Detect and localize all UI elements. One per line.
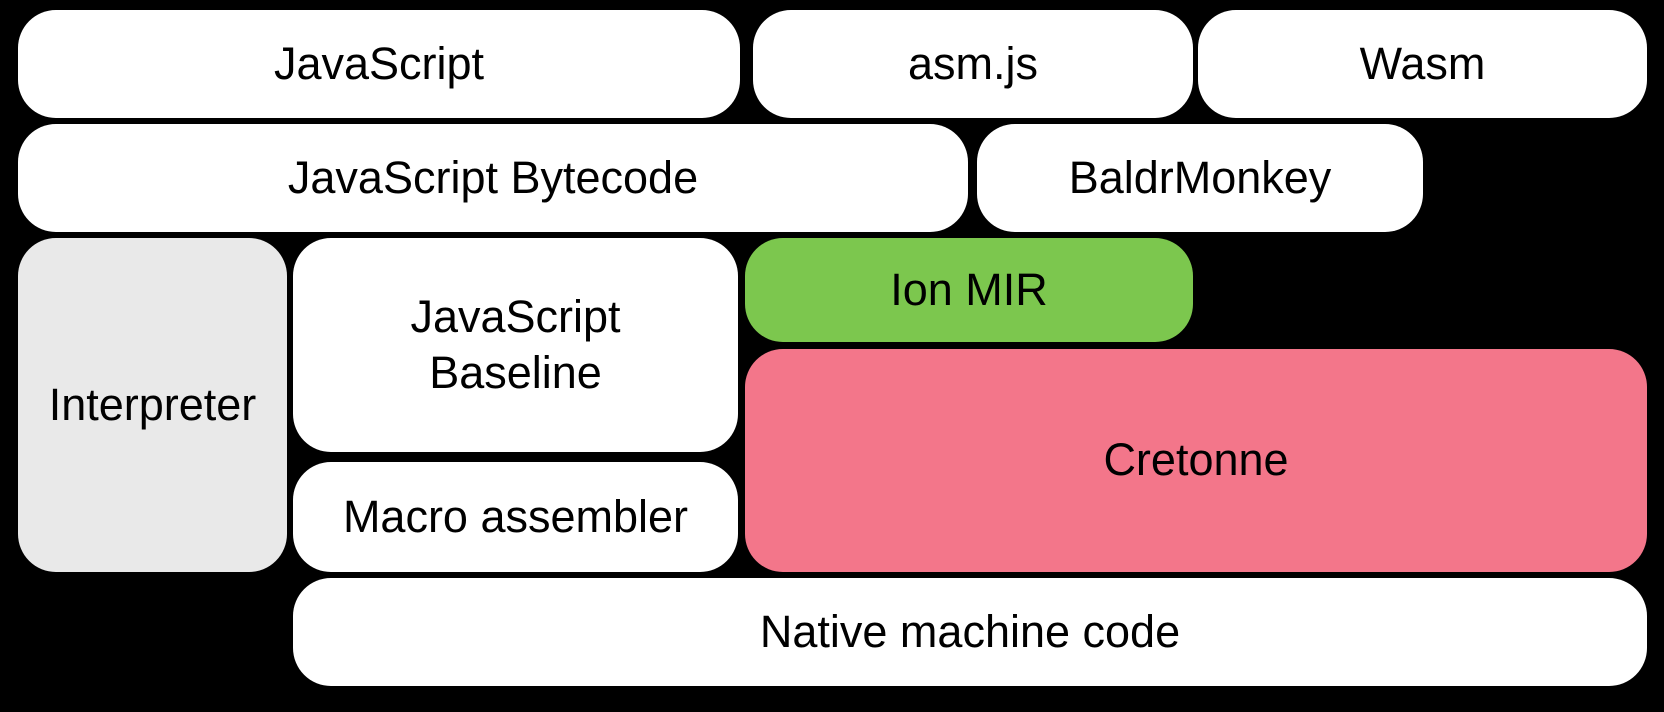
box-asmjs: asm.js bbox=[753, 10, 1193, 118]
box-cretonne: Cretonne bbox=[745, 349, 1647, 572]
box-javascript-baseline: JavaScript Baseline bbox=[293, 238, 738, 452]
box-interpreter-label: Interpreter bbox=[48, 378, 257, 430]
box-macro-assembler: Macro assembler bbox=[293, 462, 738, 572]
box-macro-assembler-label: Macro assembler bbox=[342, 490, 689, 542]
box-asmjs-label: asm.js bbox=[907, 37, 1038, 89]
box-javascript-bytecode: JavaScript Bytecode bbox=[18, 124, 968, 232]
box-javascript-label: JavaScript bbox=[273, 37, 485, 89]
box-native-machine-code: Native machine code bbox=[293, 578, 1647, 686]
box-ion-mir: Ion MIR bbox=[745, 238, 1193, 342]
box-baldrmonkey: BaldrMonkey bbox=[977, 124, 1423, 232]
box-ion-mir-label: Ion MIR bbox=[890, 263, 1048, 315]
box-javascript-bytecode-label: JavaScript Bytecode bbox=[287, 151, 699, 203]
box-javascript: JavaScript bbox=[18, 10, 740, 118]
box-wasm: Wasm bbox=[1198, 10, 1647, 118]
box-wasm-label: Wasm bbox=[1359, 37, 1486, 89]
box-interpreter: Interpreter bbox=[18, 238, 287, 572]
box-cretonne-label: Cretonne bbox=[1103, 434, 1289, 486]
box-native-machine-code-label: Native machine code bbox=[759, 605, 1181, 657]
box-javascript-baseline-label: JavaScript Baseline bbox=[410, 290, 621, 398]
box-baldrmonkey-label: BaldrMonkey bbox=[1068, 151, 1332, 203]
